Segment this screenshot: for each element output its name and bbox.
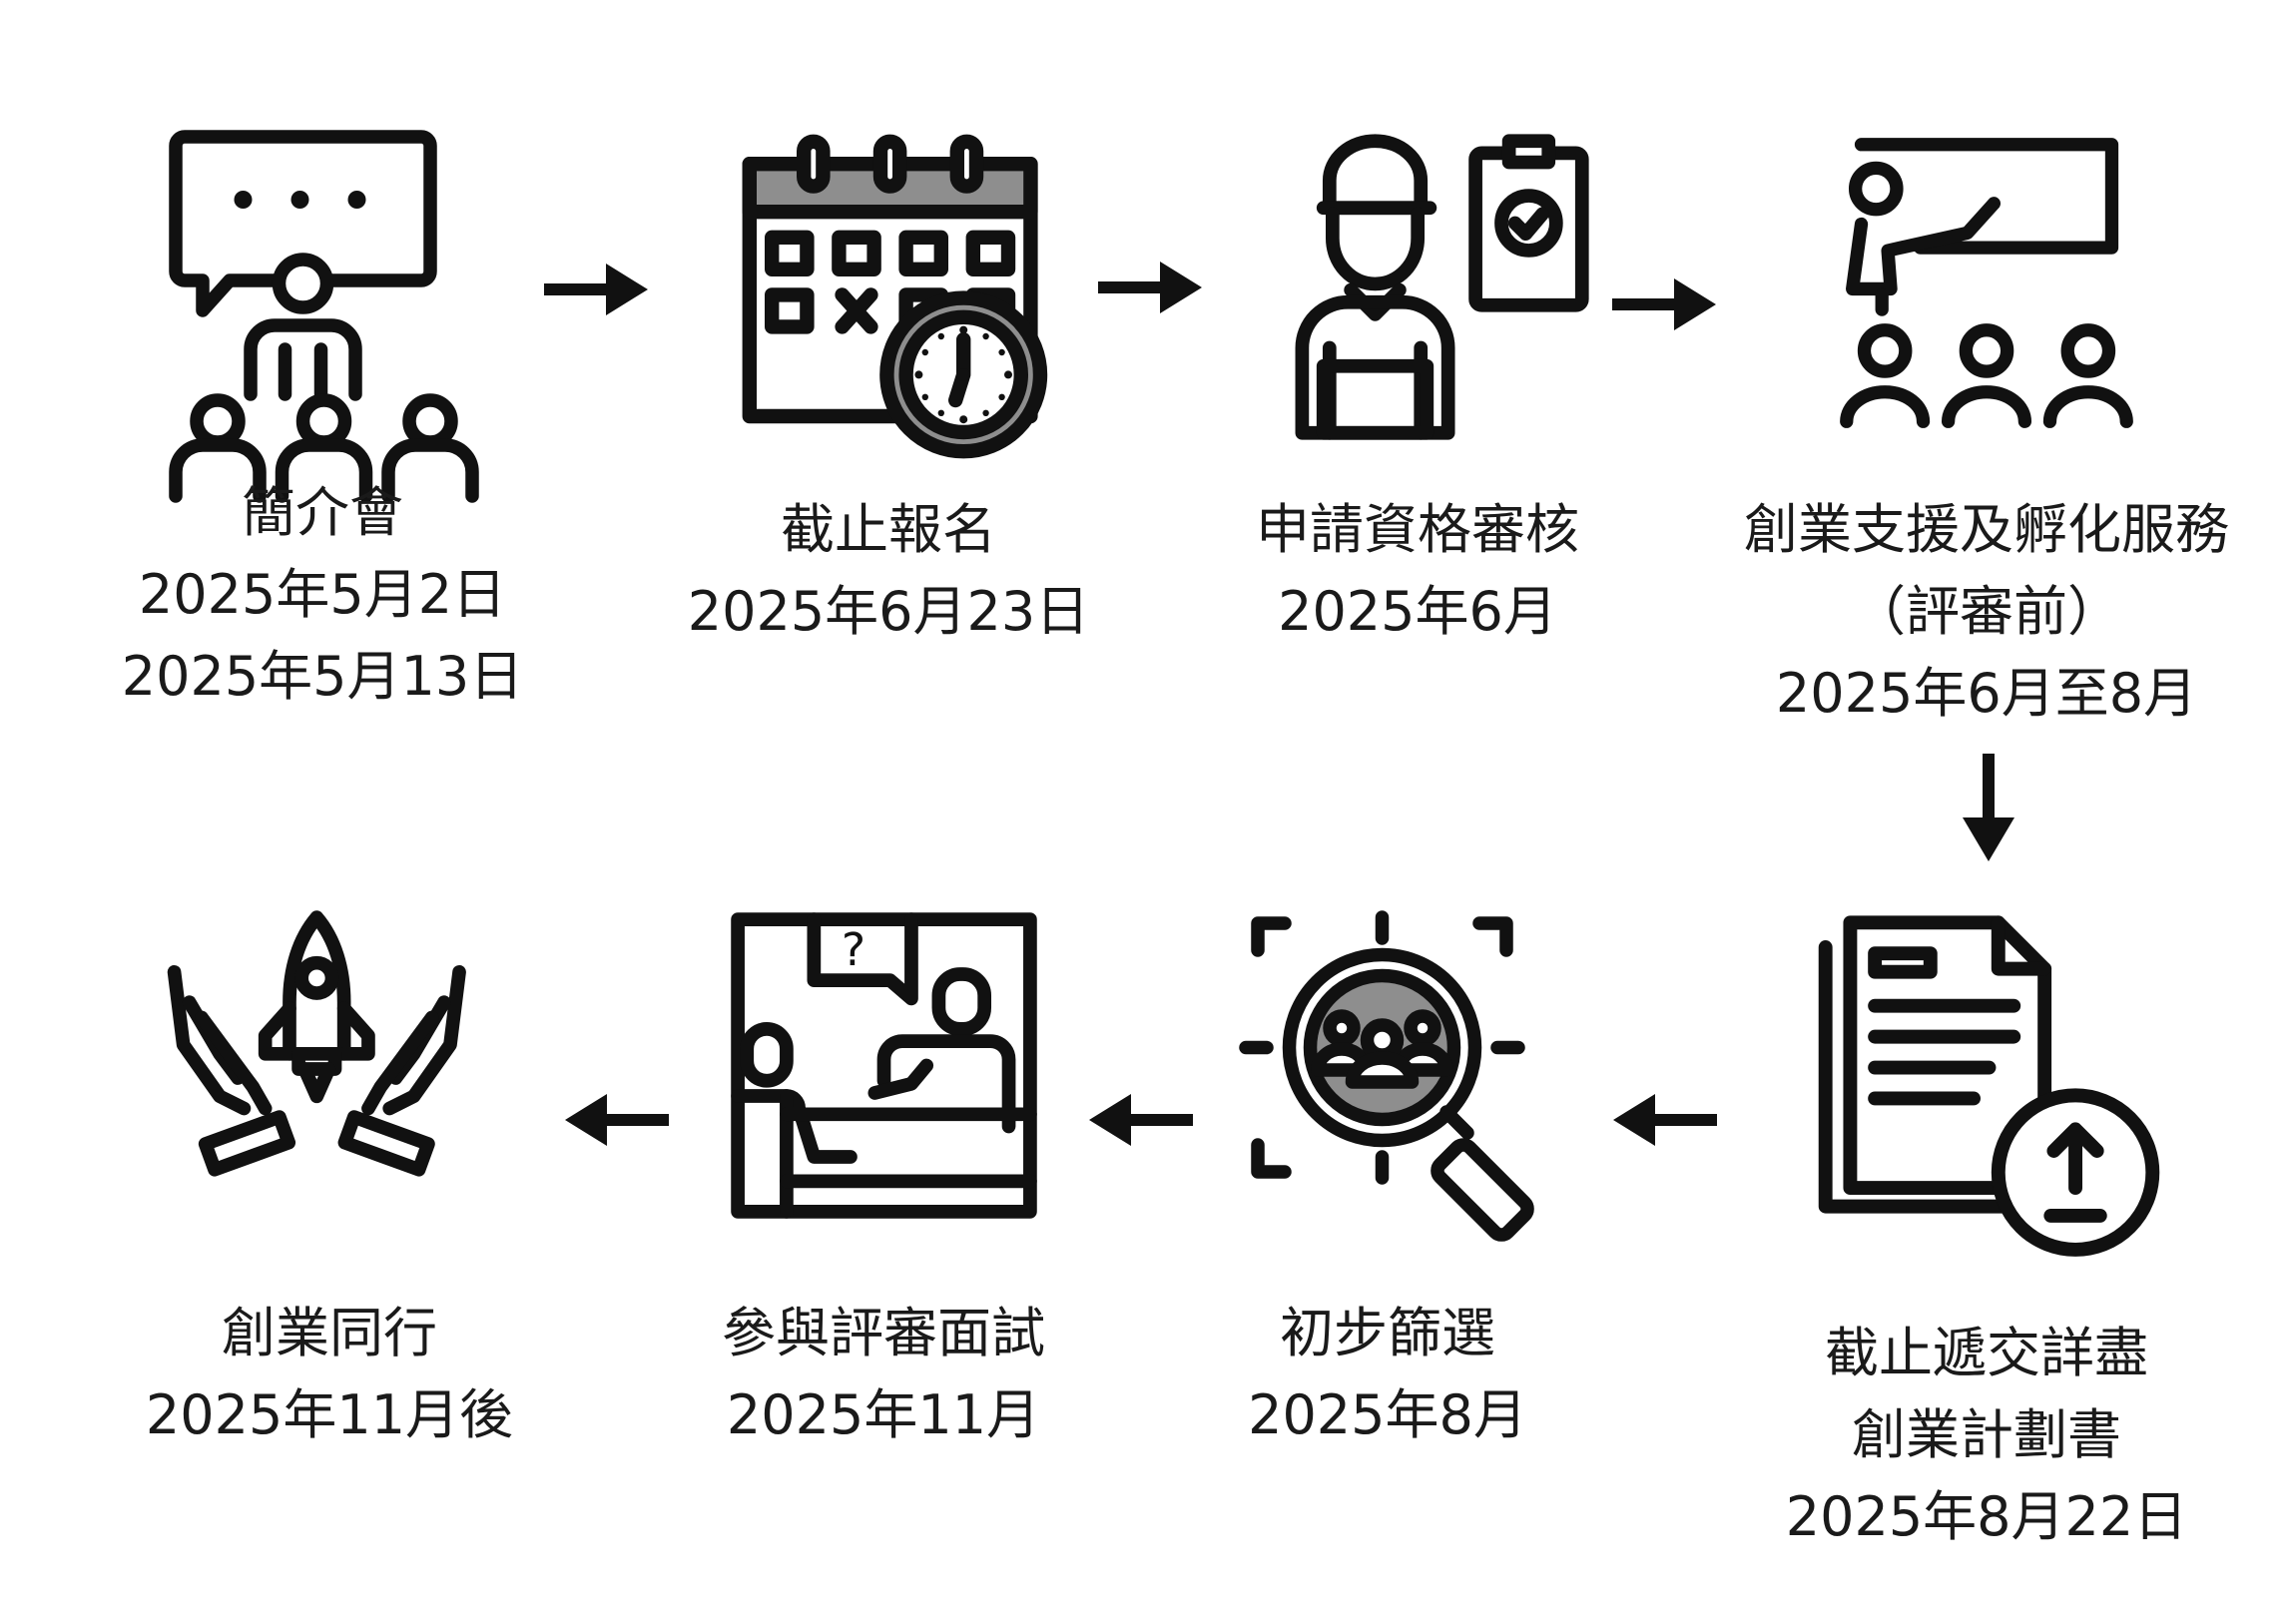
step-date: 2025年8月22日 bbox=[1785, 1485, 2188, 1548]
step-date: 2025年6月至8月 bbox=[1775, 662, 2198, 725]
step-deadline-caption: 截止報名 2025年6月23日 bbox=[629, 489, 1148, 653]
step-plan-caption: 截止遞交詳盡 創業計劃書 2025年8月22日 bbox=[1727, 1313, 2246, 1558]
step-title: 創業同行 bbox=[222, 1302, 437, 1364]
step-briefing: 簡介會 2025年5月2日 2025年5月13日 bbox=[63, 0, 582, 739]
calendar-clock-icon bbox=[737, 134, 1056, 474]
step-launch: 創業同行 2025年11月後 bbox=[70, 878, 589, 1622]
step-title: 簡介會 bbox=[242, 481, 403, 544]
interview-icon: ? bbox=[731, 912, 1037, 1219]
step-date: 2025年6月23日 bbox=[687, 580, 1090, 643]
step-title: 初步篩選 bbox=[1280, 1302, 1495, 1364]
step-interview: ? 參與評審面試 2025年11月 bbox=[624, 878, 1143, 1622]
step-review-caption: 申請資格審核 2025年6月 bbox=[1158, 489, 1677, 653]
step-screening: 初步篩選 2025年8月 bbox=[1128, 878, 1647, 1622]
step-note: （評審前） bbox=[1852, 580, 2121, 643]
step-title: 創業計劃書 bbox=[1852, 1403, 2121, 1466]
document-upload-icon bbox=[1817, 913, 2161, 1257]
step-date: 2025年5月13日 bbox=[121, 645, 524, 708]
arrow-down bbox=[1959, 754, 2018, 863]
arrow-right-2 bbox=[1098, 258, 1203, 317]
step-briefing-caption: 簡介會 2025年5月2日 2025年5月13日 bbox=[63, 472, 582, 718]
step-title: 創業支援及孵化服務 bbox=[1744, 498, 2229, 561]
step-support-caption: 創業支援及孵化服務 （評審前） 2025年6月至8月 bbox=[1727, 489, 2246, 735]
magnifier-group-icon bbox=[1239, 908, 1572, 1242]
arrow-right-1 bbox=[544, 260, 649, 319]
step-title: 截止遞交詳盡 bbox=[1825, 1322, 2148, 1384]
step-plan: 截止遞交詳盡 創業計劃書 2025年8月22日 bbox=[1727, 878, 2246, 1622]
step-date: 2025年5月2日 bbox=[138, 563, 507, 626]
step-date: 2025年6月 bbox=[1278, 580, 1557, 643]
step-date: 2025年8月 bbox=[1248, 1383, 1527, 1446]
arrow-left-2 bbox=[1088, 1090, 1193, 1150]
svg-text:?: ? bbox=[842, 923, 865, 976]
step-review: 申請資格審核 2025年6月 bbox=[1158, 0, 1677, 739]
step-support: 創業支援及孵化服務 （評審前） 2025年6月至8月 bbox=[1727, 0, 2246, 739]
arrow-left-1 bbox=[1612, 1090, 1717, 1150]
worker-clipboard-icon bbox=[1278, 134, 1597, 440]
step-screening-caption: 初步篩選 2025年8月 bbox=[1128, 1293, 1647, 1456]
step-title: 參與評審面試 bbox=[722, 1302, 1045, 1364]
presentation-class-icon bbox=[1832, 130, 2141, 439]
step-date: 2025年11月後 bbox=[145, 1383, 514, 1446]
audience-presenter-icon bbox=[158, 128, 487, 503]
arrow-right-3 bbox=[1612, 274, 1717, 334]
step-deadline: 截止報名 2025年6月23日 bbox=[629, 0, 1148, 739]
step-title: 申請資格審核 bbox=[1256, 498, 1579, 561]
step-title: 截止報名 bbox=[781, 498, 996, 561]
step-launch-caption: 創業同行 2025年11月後 bbox=[70, 1293, 589, 1456]
hands-rocket-icon bbox=[165, 908, 499, 1233]
arrow-left-3 bbox=[564, 1090, 669, 1150]
step-interview-caption: 參與評審面試 2025年11月 bbox=[624, 1293, 1143, 1456]
step-date: 2025年11月 bbox=[726, 1383, 1041, 1446]
